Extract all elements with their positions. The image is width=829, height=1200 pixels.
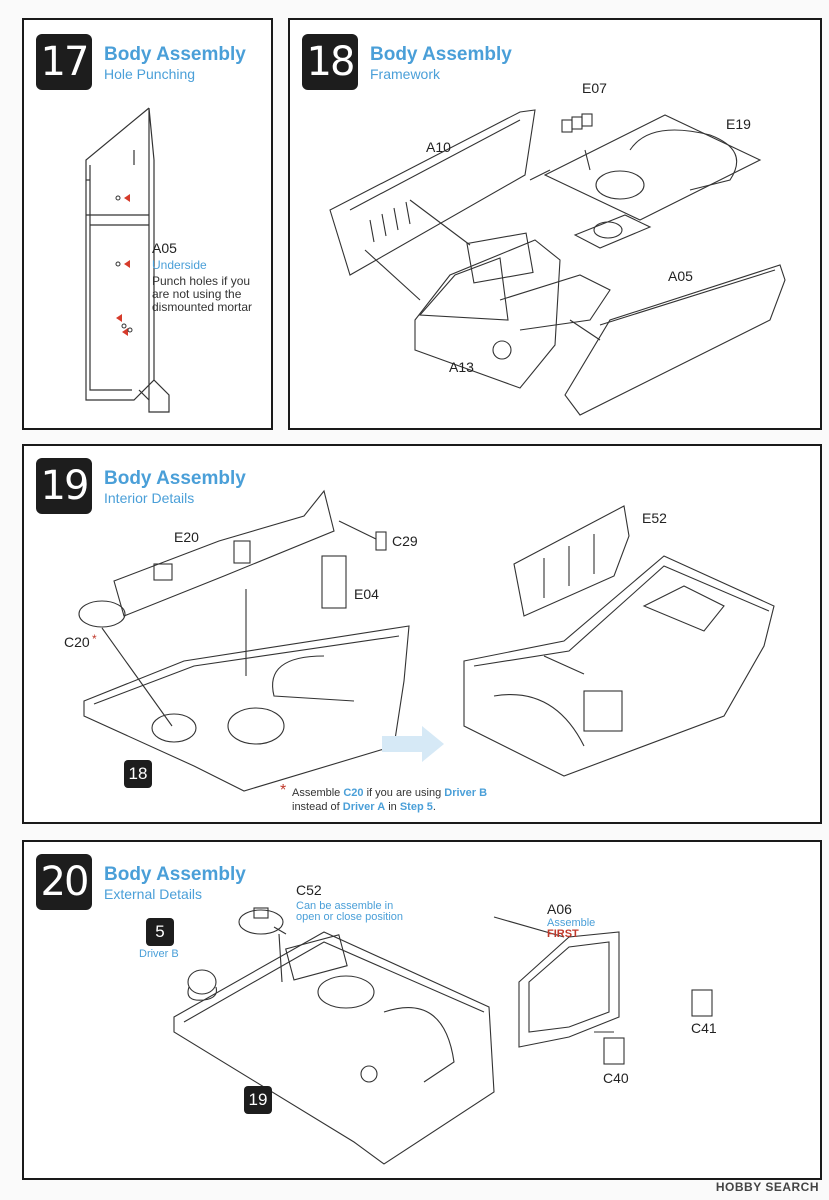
step-20-panel: 20 Body Assembly External Details <box>22 840 822 1180</box>
part-c41-drawing <box>691 989 713 1017</box>
step-number: 20 <box>36 854 92 910</box>
punch-note-line-1: Punch holes if you <box>152 274 251 288</box>
part-a13-drawing <box>414 239 561 389</box>
part-label-c29: C29 <box>392 533 418 549</box>
step-title: Body Assembly <box>104 468 246 489</box>
part-label-e07: E07 <box>582 80 607 96</box>
step-subtitle: Framework <box>370 66 441 82</box>
ref-step-19-badge: 19 <box>244 1086 272 1114</box>
step-17-panel: 17 Body Assembly Hole Punching A05 Under… <box>22 18 273 430</box>
part-label-c40: C40 <box>603 1070 629 1086</box>
punch-note-line-2: are not using the <box>152 287 242 301</box>
part-c40-drawing <box>603 1037 625 1065</box>
a06-assemble-label: Assemble <box>547 917 596 929</box>
part-label-c52: C52 <box>296 882 322 898</box>
part-a05-side-drawing <box>85 107 170 413</box>
step-number: 19 <box>36 458 92 514</box>
note-asterisk: * <box>280 782 287 799</box>
c52-note-line-2: open or close position <box>296 911 404 923</box>
hobby-search-watermark: HOBBY SEARCH <box>715 1180 819 1194</box>
driver-b-figure <box>187 969 217 995</box>
step-19-panel: 19 Body Assembly Interior Details <box>22 444 822 824</box>
framework-assembly-drawing <box>329 109 786 416</box>
part-label-e20: E20 <box>174 529 199 545</box>
hole-markers <box>115 194 133 336</box>
part-e20-drawing <box>113 489 335 617</box>
part-label-a06: A06 <box>547 901 572 917</box>
part-label-e19: E19 <box>726 116 751 132</box>
part-e19-drawing <box>543 114 762 221</box>
c52-note-line-1: Can be assemble in <box>296 900 394 912</box>
step-title: Body Assembly <box>104 44 246 65</box>
step-title: Body Assembly <box>104 864 246 885</box>
ref-step-5-badge: 5 <box>146 918 174 946</box>
hull-top-drawing <box>173 931 495 1165</box>
hull-right-drawing <box>463 555 775 777</box>
step-number: 18 <box>302 34 358 90</box>
part-label-a05: A05 <box>152 240 177 256</box>
driver-note: Assemble C20 if you are using Driver B i… <box>292 787 488 813</box>
punch-note-line-3: dismounted mortar <box>152 300 253 314</box>
driver-b-label: Driver B <box>139 948 179 960</box>
part-e52-drawing <box>513 505 630 617</box>
part-c52-drawing <box>238 909 284 935</box>
step-subtitle: Interior Details <box>104 490 195 506</box>
external-details-drawing <box>173 907 713 1165</box>
part-c29-drawing <box>375 531 387 551</box>
step-subtitle: Hole Punching <box>104 66 196 82</box>
underside-label: Underside <box>152 258 207 272</box>
part-c20-drawing <box>78 600 126 628</box>
part-a06-drawing <box>518 931 620 1048</box>
step-title: Body Assembly <box>370 44 512 65</box>
part-e07-drawing <box>561 113 593 133</box>
part-e04-drawing <box>321 555 347 609</box>
next-arrow-icon <box>382 726 444 762</box>
a06-first-label: FIRST <box>547 928 579 940</box>
part-label-e04: E04 <box>354 586 379 602</box>
step-number: 17 <box>36 34 92 90</box>
c20-asterisk: * <box>92 632 97 646</box>
part-a10-drawing <box>329 109 536 276</box>
part-label-a13: A13 <box>449 359 474 375</box>
part-label-c20: C20 <box>64 634 90 650</box>
part-label-c41: C41 <box>691 1020 717 1036</box>
step-subtitle: External Details <box>104 886 203 902</box>
part-a05-drawing <box>564 264 786 416</box>
part-label-e52: E52 <box>642 510 667 526</box>
step-18-panel: 18 Body Assembly Framework <box>288 18 822 430</box>
interior-details-drawing <box>78 489 775 792</box>
part-label-a10: A10 <box>426 139 451 155</box>
part-label-a05: A05 <box>668 268 693 284</box>
ref-step-18-badge: 18 <box>124 760 152 788</box>
